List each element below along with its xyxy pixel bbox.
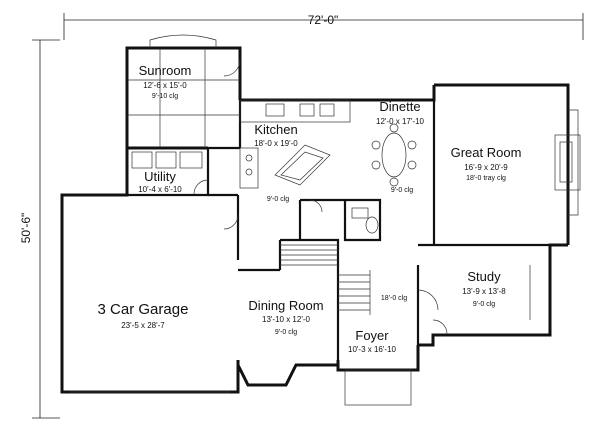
study-clg: 9'-0 clg: [473, 301, 495, 308]
garage-dims: 23'-5 x 28'-7: [121, 321, 165, 330]
garage-name: 3 Car Garage: [98, 301, 189, 318]
sunroom-dims: 12'-6 x 15'-0: [143, 81, 187, 90]
foyer-dims: 10'-3 x 16'-10: [348, 345, 397, 354]
exterior-walls: [60, 46, 570, 394]
sunroom-clg: 9'-10 clg: [152, 93, 178, 100]
kitchen-dims: 18'-0 x 19'-0: [254, 139, 298, 148]
foyer-area-clg: 18'-0 clg: [381, 295, 407, 302]
study-name: Study: [467, 269, 501, 284]
overall-width-label: 72'-0": [308, 13, 339, 27]
kitchen-area-clg: 9'-0 clg: [267, 196, 289, 203]
interior-walls: [127, 100, 568, 360]
dinette-name: Dinette: [379, 99, 420, 114]
detail-lines: [70, 34, 581, 406]
great-room-clg: 18'-0 tray clg: [466, 175, 506, 182]
overall-depth-label: 50'-6": [19, 213, 33, 244]
dining-room-clg: 9'-0 clg: [275, 329, 297, 336]
sunroom-name: Sunroom: [139, 63, 192, 78]
stairs-foyer: [338, 270, 371, 315]
great-room-dims: 16'-9 x 20'-9: [464, 163, 508, 172]
utility-name: Utility: [144, 169, 176, 184]
great-room-name: Great Room: [451, 145, 522, 160]
foyer-name: Foyer: [355, 328, 389, 343]
overall-depth-dimension: [32, 39, 60, 419]
utility-dims: 10'-4 x 6'-10: [138, 185, 182, 194]
dining-room-name: Dining Room: [248, 298, 323, 313]
dining-room-dims: 13'-10 x 12'-0: [262, 315, 311, 324]
stairs-main: [280, 244, 338, 266]
kitchen-name: Kitchen: [254, 122, 297, 137]
dinette-area-clg: 9'-0 clg: [391, 187, 413, 194]
study-dims: 13'-9 x 13'-8: [462, 287, 506, 296]
dinette-dims: 12'-0 x 17'-10: [376, 117, 425, 126]
overall-width-dimension: [63, 13, 584, 40]
